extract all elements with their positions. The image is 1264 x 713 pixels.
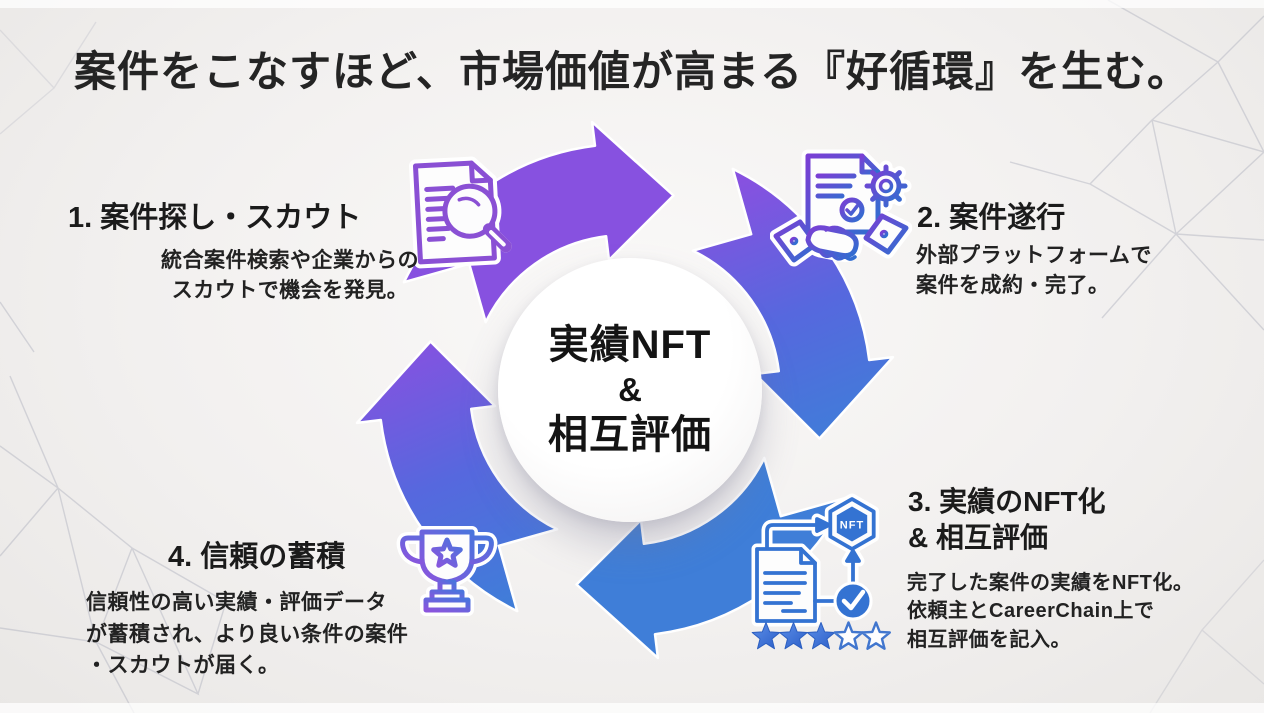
mesh-bottom-right	[1149, 559, 1264, 713]
step3-desc-line: 相互評価を記入。	[907, 628, 1071, 651]
center-line-2: 相互評価	[548, 412, 712, 457]
star-filled-icon	[751, 622, 781, 650]
star-outline-icon	[860, 621, 892, 650]
step4-heading-line: 4. 信頼の蓄積	[168, 541, 346, 573]
step2-heading-line: 2. 案件遂行	[917, 202, 1066, 234]
nft-hexagon-label: NFT	[840, 520, 864, 532]
center-circle: 実績NFT & 相互評価	[498, 258, 762, 522]
star-filled-icon	[806, 622, 836, 650]
center-line-1: 実績NFT	[548, 323, 712, 368]
step2-desc-line: 案件を成約・完了。	[916, 273, 1110, 297]
step3-desc-line: 完了した案件の実績をNFT化。	[907, 572, 1194, 594]
step3-heading-line: & 相互評価	[908, 522, 1049, 554]
star-filled-icon	[779, 622, 808, 650]
step4-description: 信頼性の高い実績・評価データ が蓄積され、より良い条件の案件 ・スカウトが届く。	[86, 587, 408, 682]
step3-desc-line: 依頼主とCareerChain上で	[907, 600, 1155, 623]
step3-heading: 3. 実績のNFT化 & 相互評価	[908, 484, 1106, 557]
step4-desc-line: 信頼性の高い実績・評価データ	[86, 591, 387, 614]
mesh-bottom-left	[0, 301, 227, 713]
step4-desc-line: が蓄積され、より良い条件の案件	[86, 622, 409, 646]
step1-heading: 1. 案件探し・スカウト	[68, 200, 361, 238]
mesh-top-right	[1009, 0, 1264, 331]
step4-desc-line: ・スカウトが届く。	[86, 654, 280, 677]
step1-desc-line: スカウトで機会を発見。	[171, 278, 409, 302]
handshake-contract-icon	[770, 148, 912, 298]
magnifier-handle-core	[489, 230, 506, 247]
step2-desc-line: 外部プラットフォームで	[916, 244, 1152, 267]
step2-heading: 2. 案件遂行	[917, 200, 1065, 238]
rating-stars	[751, 621, 892, 650]
step4-heading: 4. 信頼の蓄積	[168, 539, 345, 577]
step3-description: 完了した案件の実績をNFT化。 依頼主とCareerChain上で 相互評価を記…	[907, 569, 1193, 654]
step2-description: 外部プラットフォームで 案件を成約・完了。	[916, 241, 1152, 301]
mesh-top-left	[0, 21, 97, 135]
star-outline-icon	[833, 621, 864, 650]
nft-certificate-icon: NFT	[743, 493, 895, 635]
step1-desc-line: 統合案件検索や企業からの	[161, 249, 419, 272]
page-title: 案件をこなすほど、市場価値が高まる『好循環』を生む。	[74, 48, 1190, 95]
trophy-icon	[396, 522, 498, 626]
center-ampersand: &	[618, 371, 642, 409]
step1-description: 統合案件検索や企業からの スカウトで機会を発見。	[130, 246, 450, 306]
document-search-icon	[398, 148, 524, 278]
step3-heading-line: 3. 実績のNFT化	[908, 486, 1106, 517]
step1-heading-line: 1. 案件探し・スカウト	[68, 202, 362, 234]
